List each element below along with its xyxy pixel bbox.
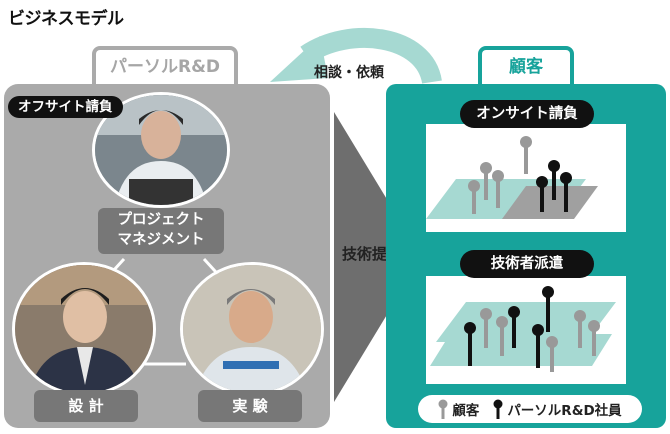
design-person-image [15,265,153,393]
dispatch-diagram [430,286,616,372]
dispatch-card [426,276,626,384]
pm-label-line1: プロジェクト [117,212,205,228]
design-label: 設 計 [34,390,138,422]
tech-provision-arrow [334,112,422,402]
offsite-contract-label: オフサイト請負 [8,96,123,118]
customer-marker-icon [438,399,448,419]
legend: 顧客 パーソルR&D社員 [418,395,642,423]
customer-tag: 顧客 [478,46,574,84]
experiment-label: 実 験 [198,390,302,422]
engineer-dispatch-pill: 技術者派遣 [460,250,594,278]
legend-employee-label: パーソルR&D社員 [507,403,622,419]
project-management-label: プロジェクト マネジメント [98,208,224,254]
employee-marker-icon [493,399,503,419]
consult-arrow [270,28,442,85]
onsite-card [426,124,626,232]
onsite-contract-pill: オンサイト請負 [460,100,594,128]
experiment-photo [180,262,324,396]
onsite-diagram [426,136,598,219]
design-photo [12,262,156,396]
consult-label: 相談・依頼 [314,65,384,81]
experiment-person-image [183,265,321,393]
page-title: ビジネスモデル [8,9,124,29]
pm-label-line2: マネジメント [117,232,205,248]
legend-customer-label: 顧客 [452,403,480,419]
persol-rd-tag: パーソルR&D [92,46,238,84]
